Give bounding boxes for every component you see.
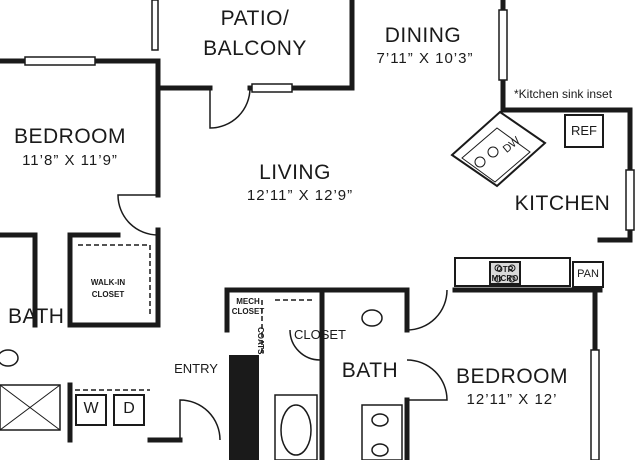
room-dims-bedroom-left: 11’8” X 11’9” bbox=[22, 152, 118, 169]
room-dims-bedroom-right: 12’11” X 12’ bbox=[466, 391, 558, 408]
door-bedroom-right bbox=[406, 289, 448, 331]
toilet-right bbox=[361, 309, 383, 327]
dryer bbox=[113, 394, 145, 426]
door-bedroom-left bbox=[117, 194, 159, 236]
dryer-label: D bbox=[123, 400, 135, 417]
toilet-left bbox=[0, 349, 19, 367]
room-name-patio-2: BALCONY bbox=[203, 37, 307, 60]
walk-in-closet-label-2: CLOSET bbox=[91, 290, 125, 299]
room-dims-living: 12’11” X 12’9” bbox=[246, 187, 354, 204]
door-entry bbox=[179, 399, 221, 441]
range bbox=[489, 261, 521, 285]
window-bedroom-right bbox=[590, 349, 600, 460]
window-patio-door bbox=[251, 83, 293, 93]
kitchen-island bbox=[450, 110, 547, 188]
pantry bbox=[572, 261, 604, 288]
otr-label-2: MICRO bbox=[491, 274, 519, 283]
room-name-living: LIVING bbox=[259, 161, 331, 184]
room-name-bedroom-right: BEDROOM bbox=[455, 365, 568, 388]
door-patio bbox=[209, 87, 251, 129]
entry-column bbox=[229, 355, 259, 460]
room-name-kitchen: KITCHEN bbox=[514, 192, 611, 215]
room-name-patio: PATIO/ bbox=[220, 7, 290, 30]
closet-label: CLOSET bbox=[293, 327, 346, 342]
window-kitchen bbox=[625, 169, 635, 231]
door-closet bbox=[289, 329, 321, 361]
kitchen-sink-note: *Kitchen sink inset bbox=[514, 87, 613, 101]
window-patio bbox=[151, 0, 159, 51]
pantry-label: PAN bbox=[577, 268, 599, 280]
sink-right-1 bbox=[371, 413, 389, 427]
coats-label: COATS bbox=[256, 327, 265, 355]
room-name-dining: DINING bbox=[384, 24, 462, 47]
door-bath-right bbox=[406, 359, 448, 401]
mech-closet-label-1: MECH bbox=[236, 297, 260, 306]
otr-label-1: OTR bbox=[496, 265, 514, 274]
washer bbox=[75, 394, 107, 426]
room-name-bath-left: BATH bbox=[8, 305, 65, 328]
room-name-bedroom-left: BEDROOM bbox=[13, 125, 126, 148]
room-dims-dining: 7’11” X 10’3” bbox=[376, 50, 474, 67]
tub-basin bbox=[280, 404, 312, 456]
walkin-shelf bbox=[78, 244, 151, 315]
refrigerator bbox=[564, 114, 604, 148]
sink-right-2 bbox=[371, 443, 389, 457]
window-bedroom-left bbox=[24, 56, 96, 66]
walk-in-closet-label-1: WALK-IN bbox=[90, 278, 126, 287]
room-name-entry: ENTRY bbox=[174, 361, 218, 376]
washer-label: W bbox=[83, 400, 99, 417]
refrigerator-label: REF bbox=[571, 123, 597, 138]
window-dining bbox=[498, 9, 508, 81]
mech-closet-label-2: CLOSET bbox=[231, 307, 265, 316]
room-name-bath-right: BATH bbox=[341, 359, 399, 382]
